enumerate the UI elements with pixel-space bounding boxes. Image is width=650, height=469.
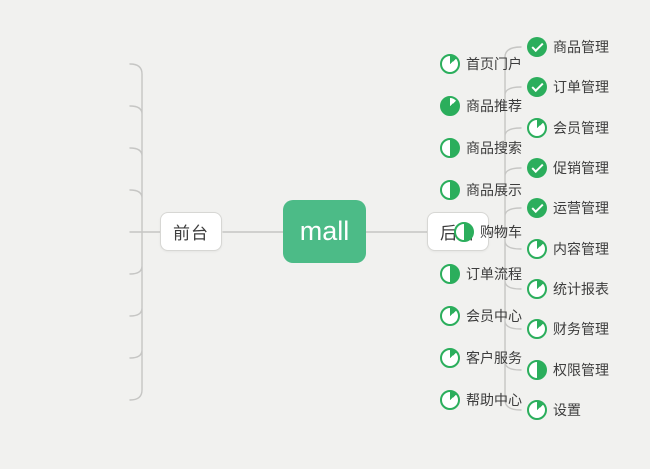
progress-12-icon <box>440 390 460 410</box>
mindmap-item-label: 购物车 <box>480 224 522 240</box>
mindmap-item[interactable]: 内容管理 <box>527 239 609 259</box>
mindmap-item[interactable]: 订单管理 <box>527 77 609 97</box>
task-done-icon <box>527 198 547 218</box>
mindmap-item[interactable]: 促销管理 <box>527 158 609 178</box>
mindmap-item[interactable]: 商品展示 <box>440 180 522 200</box>
progress-50-icon <box>440 264 460 284</box>
mindmap-item-label: 客户服务 <box>466 350 522 366</box>
mindmap-item-label: 会员管理 <box>553 120 609 136</box>
mindmap-item[interactable]: 会员中心 <box>440 306 522 326</box>
mindmap-item[interactable]: 购物车 <box>454 222 522 242</box>
root-node-mall[interactable]: mall <box>283 200 366 263</box>
mindmap-item[interactable]: 运营管理 <box>527 198 609 218</box>
mindmap-item-label: 财务管理 <box>553 321 609 337</box>
task-done-icon <box>527 77 547 97</box>
progress-12-icon <box>527 400 547 420</box>
mindmap-item-label: 订单管理 <box>553 79 609 95</box>
mindmap-item[interactable]: 权限管理 <box>527 360 609 380</box>
progress-12-icon <box>527 118 547 138</box>
task-done-icon <box>527 158 547 178</box>
progress-12-icon <box>440 54 460 74</box>
mindmap-item[interactable]: 首页门户 <box>440 54 522 74</box>
mindmap-item-label: 设置 <box>553 402 581 418</box>
mindmap-item[interactable]: 财务管理 <box>527 319 609 339</box>
mindmap-item-label: 内容管理 <box>553 241 609 257</box>
mindmap-item-label: 订单流程 <box>466 266 522 282</box>
progress-12-icon <box>527 239 547 259</box>
mindmap-item[interactable]: 商品管理 <box>527 37 609 57</box>
mindmap-item-label: 权限管理 <box>553 362 609 378</box>
mindmap-item-label: 首页门户 <box>466 56 522 72</box>
mindmap-item[interactable]: 商品推荐 <box>440 96 522 116</box>
progress-50-icon <box>440 138 460 158</box>
mindmap-item-label: 帮助中心 <box>466 392 522 408</box>
progress-50-icon <box>440 180 460 200</box>
mindmap-item-label: 商品推荐 <box>466 98 522 114</box>
mindmap-item-label: 商品展示 <box>466 182 522 198</box>
progress-12-icon <box>440 348 460 368</box>
mindmap-item-label: 促销管理 <box>553 160 609 176</box>
mindmap-item[interactable]: 帮助中心 <box>440 390 522 410</box>
branch-node-frontend[interactable]: 前台 <box>160 212 222 251</box>
progress-12-icon <box>440 306 460 326</box>
mindmap-item-label: 商品搜索 <box>466 140 522 156</box>
progress-12-icon <box>527 279 547 299</box>
mindmap-item-label: 会员中心 <box>466 308 522 324</box>
progress-87-icon <box>440 96 460 116</box>
mindmap-item[interactable]: 会员管理 <box>527 118 609 138</box>
task-done-icon <box>527 37 547 57</box>
mindmap-item[interactable]: 订单流程 <box>440 264 522 284</box>
mindmap-item[interactable]: 设置 <box>527 400 581 420</box>
progress-50-icon <box>454 222 474 242</box>
mindmap-item-label: 运营管理 <box>553 200 609 216</box>
mindmap-item[interactable]: 统计报表 <box>527 279 609 299</box>
progress-50-icon <box>527 360 547 380</box>
mindmap-item[interactable]: 商品搜索 <box>440 138 522 158</box>
mindmap-item-label: 统计报表 <box>553 281 609 297</box>
mindmap-item[interactable]: 客户服务 <box>440 348 522 368</box>
mindmap-item-label: 商品管理 <box>553 39 609 55</box>
progress-12-icon <box>527 319 547 339</box>
